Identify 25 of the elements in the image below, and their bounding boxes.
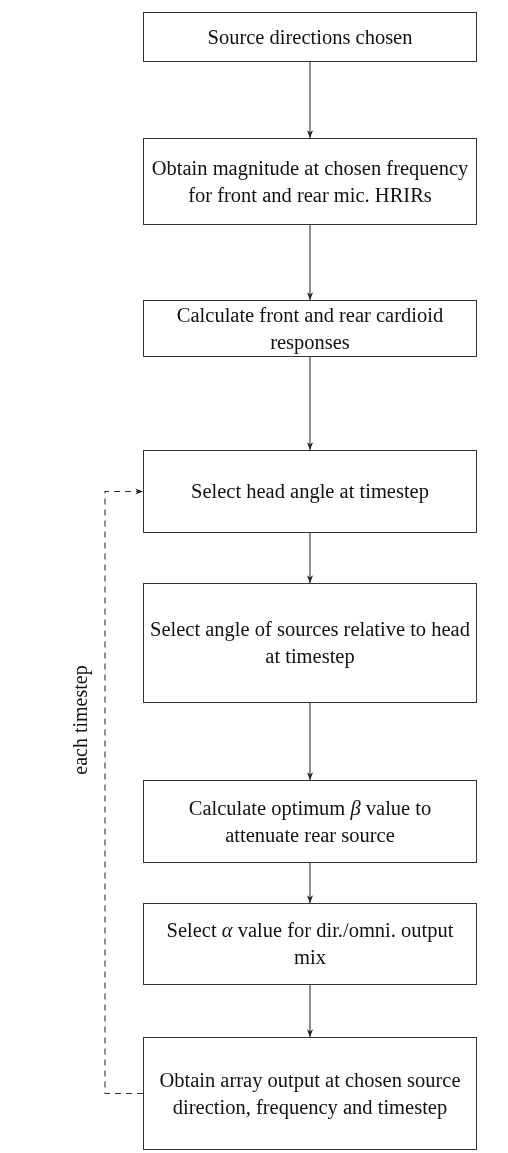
- process-box: [143, 300, 477, 357]
- loop-label: each timestep: [68, 665, 92, 775]
- step-text: Obtain array output at chosen source direction, frequency and timestep: [158, 1067, 462, 1121]
- process-box: [143, 583, 477, 703]
- arrow: [306, 356, 314, 451]
- arrow: [104, 488, 144, 1095]
- process-box: [143, 1037, 477, 1150]
- process-box: [143, 138, 477, 225]
- step-text: Select α value for dir./omni. output mix: [165, 918, 455, 970]
- step-text: Select head angle at timestep: [191, 479, 429, 505]
- arrow: [306, 61, 314, 139]
- step-text: Calculate front and rear cardioid responses: [175, 302, 445, 356]
- step-text: Obtain magnitude at chosen frequency for front and rear mic. HRIRs: [150, 155, 470, 208]
- step-text: Calculate optimum β value to attenuate rear source: [187, 795, 433, 848]
- process-box: [143, 780, 477, 863]
- step-text: Source directions chosen: [207, 24, 413, 50]
- arrow: [306, 224, 314, 301]
- process-box: [143, 450, 477, 533]
- process-box: [143, 12, 477, 62]
- step-text: Select angle of sources relative to head at timestep: [150, 617, 470, 670]
- arrow: [306, 702, 314, 781]
- process-box: [143, 903, 477, 985]
- arrow: [306, 862, 314, 904]
- arrow: [306, 532, 314, 584]
- arrow: [306, 984, 314, 1038]
